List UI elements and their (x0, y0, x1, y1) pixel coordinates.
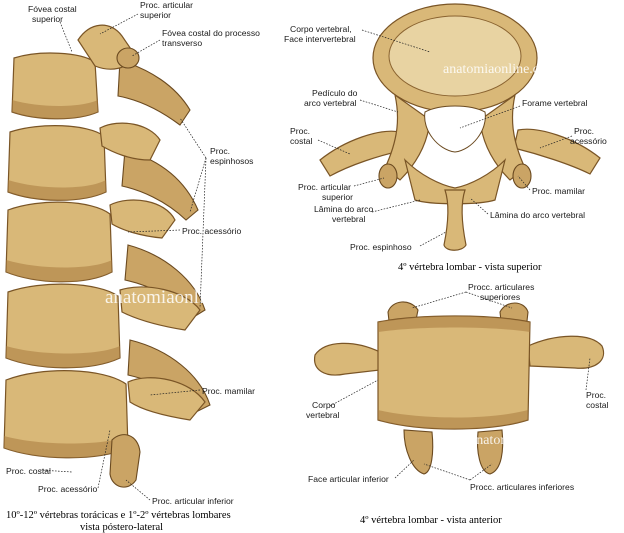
label-proc-articular-inferior: Proc. articular inferior (152, 496, 234, 506)
vertebral-body-anterior (377, 315, 531, 430)
label-proc-acessorio-superior-2: acessório (570, 136, 607, 146)
label-pediculo-2: arco vertebral (304, 98, 357, 108)
label-face-articular-inferior: Face articular inferior (308, 474, 389, 484)
labels-left-figure: Fóvea costal superior Proc. articular su… (6, 0, 260, 506)
label-proc-costal-superior-1: Proc. (290, 126, 310, 136)
labels-superior-view: Corpo vertebral, Face intervertebral Ped… (284, 24, 607, 252)
label-pediculo-1: Pedículo do (312, 88, 358, 98)
label-proc-acessorio: Proc. acessório (182, 226, 241, 236)
vertebral-foramen (424, 105, 486, 153)
label-proc-articulares-superiores-1: Procc. articulares (468, 282, 534, 292)
label-forame-vertebral: Forame vertebral (522, 98, 588, 108)
caption-bottom-right: 4º vértebra lombar - vista anterior (360, 515, 502, 526)
label-proc-costal-superior-2: costal (290, 136, 313, 146)
label-proc-costal-anterior-2: costal (586, 400, 609, 410)
label-proc-articulares-superiores-2: superiores (480, 292, 520, 302)
label-fovea-costal-transverso-2: transverso (162, 38, 202, 48)
leader-lines (39, 13, 591, 501)
label-proc-mamilar: Proc. mamilar (202, 386, 255, 396)
watermark-top-right: anatomiaonline.com (443, 62, 557, 77)
label-fovea-costal-superior-2: superior (32, 14, 63, 24)
label-proc-costal: Proc. costal (6, 466, 51, 476)
label-lamina-right: Lâmina do arco vertebral (490, 210, 585, 220)
label-proc-costal-anterior-1: Proc. (586, 390, 606, 400)
captions: 10º-12º vértebras torácicas e 1º-2º vért… (6, 262, 542, 533)
label-proc-articular-superior-1: Proc. articular (140, 0, 193, 10)
lumbar-anterior-illustration (314, 301, 605, 475)
label-proc-articulares-inferiores: Procc. articulares inferiores (470, 482, 574, 492)
label-proc-articular-superior-2: superior (140, 10, 171, 20)
label-proc-espinhoso: Proc. espinhoso (350, 242, 412, 252)
label-proc-mamilar-superior: Proc. mamilar (532, 186, 585, 196)
caption-left-line2: vista póstero-lateral (80, 522, 163, 533)
watermark-bottom-right: anatomiaonline.com (470, 433, 584, 448)
label-corpo-vertebral-2: Face intervertebral (284, 34, 356, 44)
label-lamina-left-2: vertebral (332, 214, 366, 224)
label-lamina-left-1: Lâmina do arco (314, 204, 373, 214)
caption-top-right: 4º vértebra lombar - vista superior (398, 262, 542, 273)
label-proc-espinhosos-2: espinhosos (210, 156, 253, 166)
label-proc-articular-superior-sv-1: Proc. articular (298, 182, 351, 192)
label-fovea-costal-superior-1: Fóvea costal (28, 4, 77, 14)
label-corpo-vertebral-anterior-1: Corpo (312, 400, 336, 410)
label-proc-espinhosos-1: Proc. (210, 146, 230, 156)
label-proc-acessorio-bottom: Proc. acessório (38, 484, 97, 494)
label-corpo-vertebral-anterior-2: vertebral (306, 410, 340, 420)
lumbar-superior-illustration (319, 3, 601, 251)
label-proc-articular-superior-sv-2: superior (322, 192, 353, 202)
label-corpo-vertebral-1: Corpo vertebral, (290, 24, 352, 34)
caption-left-line1: 10º-12º vértebras torácicas e 1º-2º vért… (6, 510, 231, 521)
spine-column-illustration (3, 24, 211, 488)
labels-anterior-view: Procc. articulares superiores Corpo vert… (306, 282, 609, 492)
label-proc-acessorio-superior-1: Proc. (574, 126, 594, 136)
label-fovea-costal-transverso-1: Fóvea costal do processo (162, 28, 260, 38)
watermark-left: anatomiaonline.com (105, 287, 260, 308)
